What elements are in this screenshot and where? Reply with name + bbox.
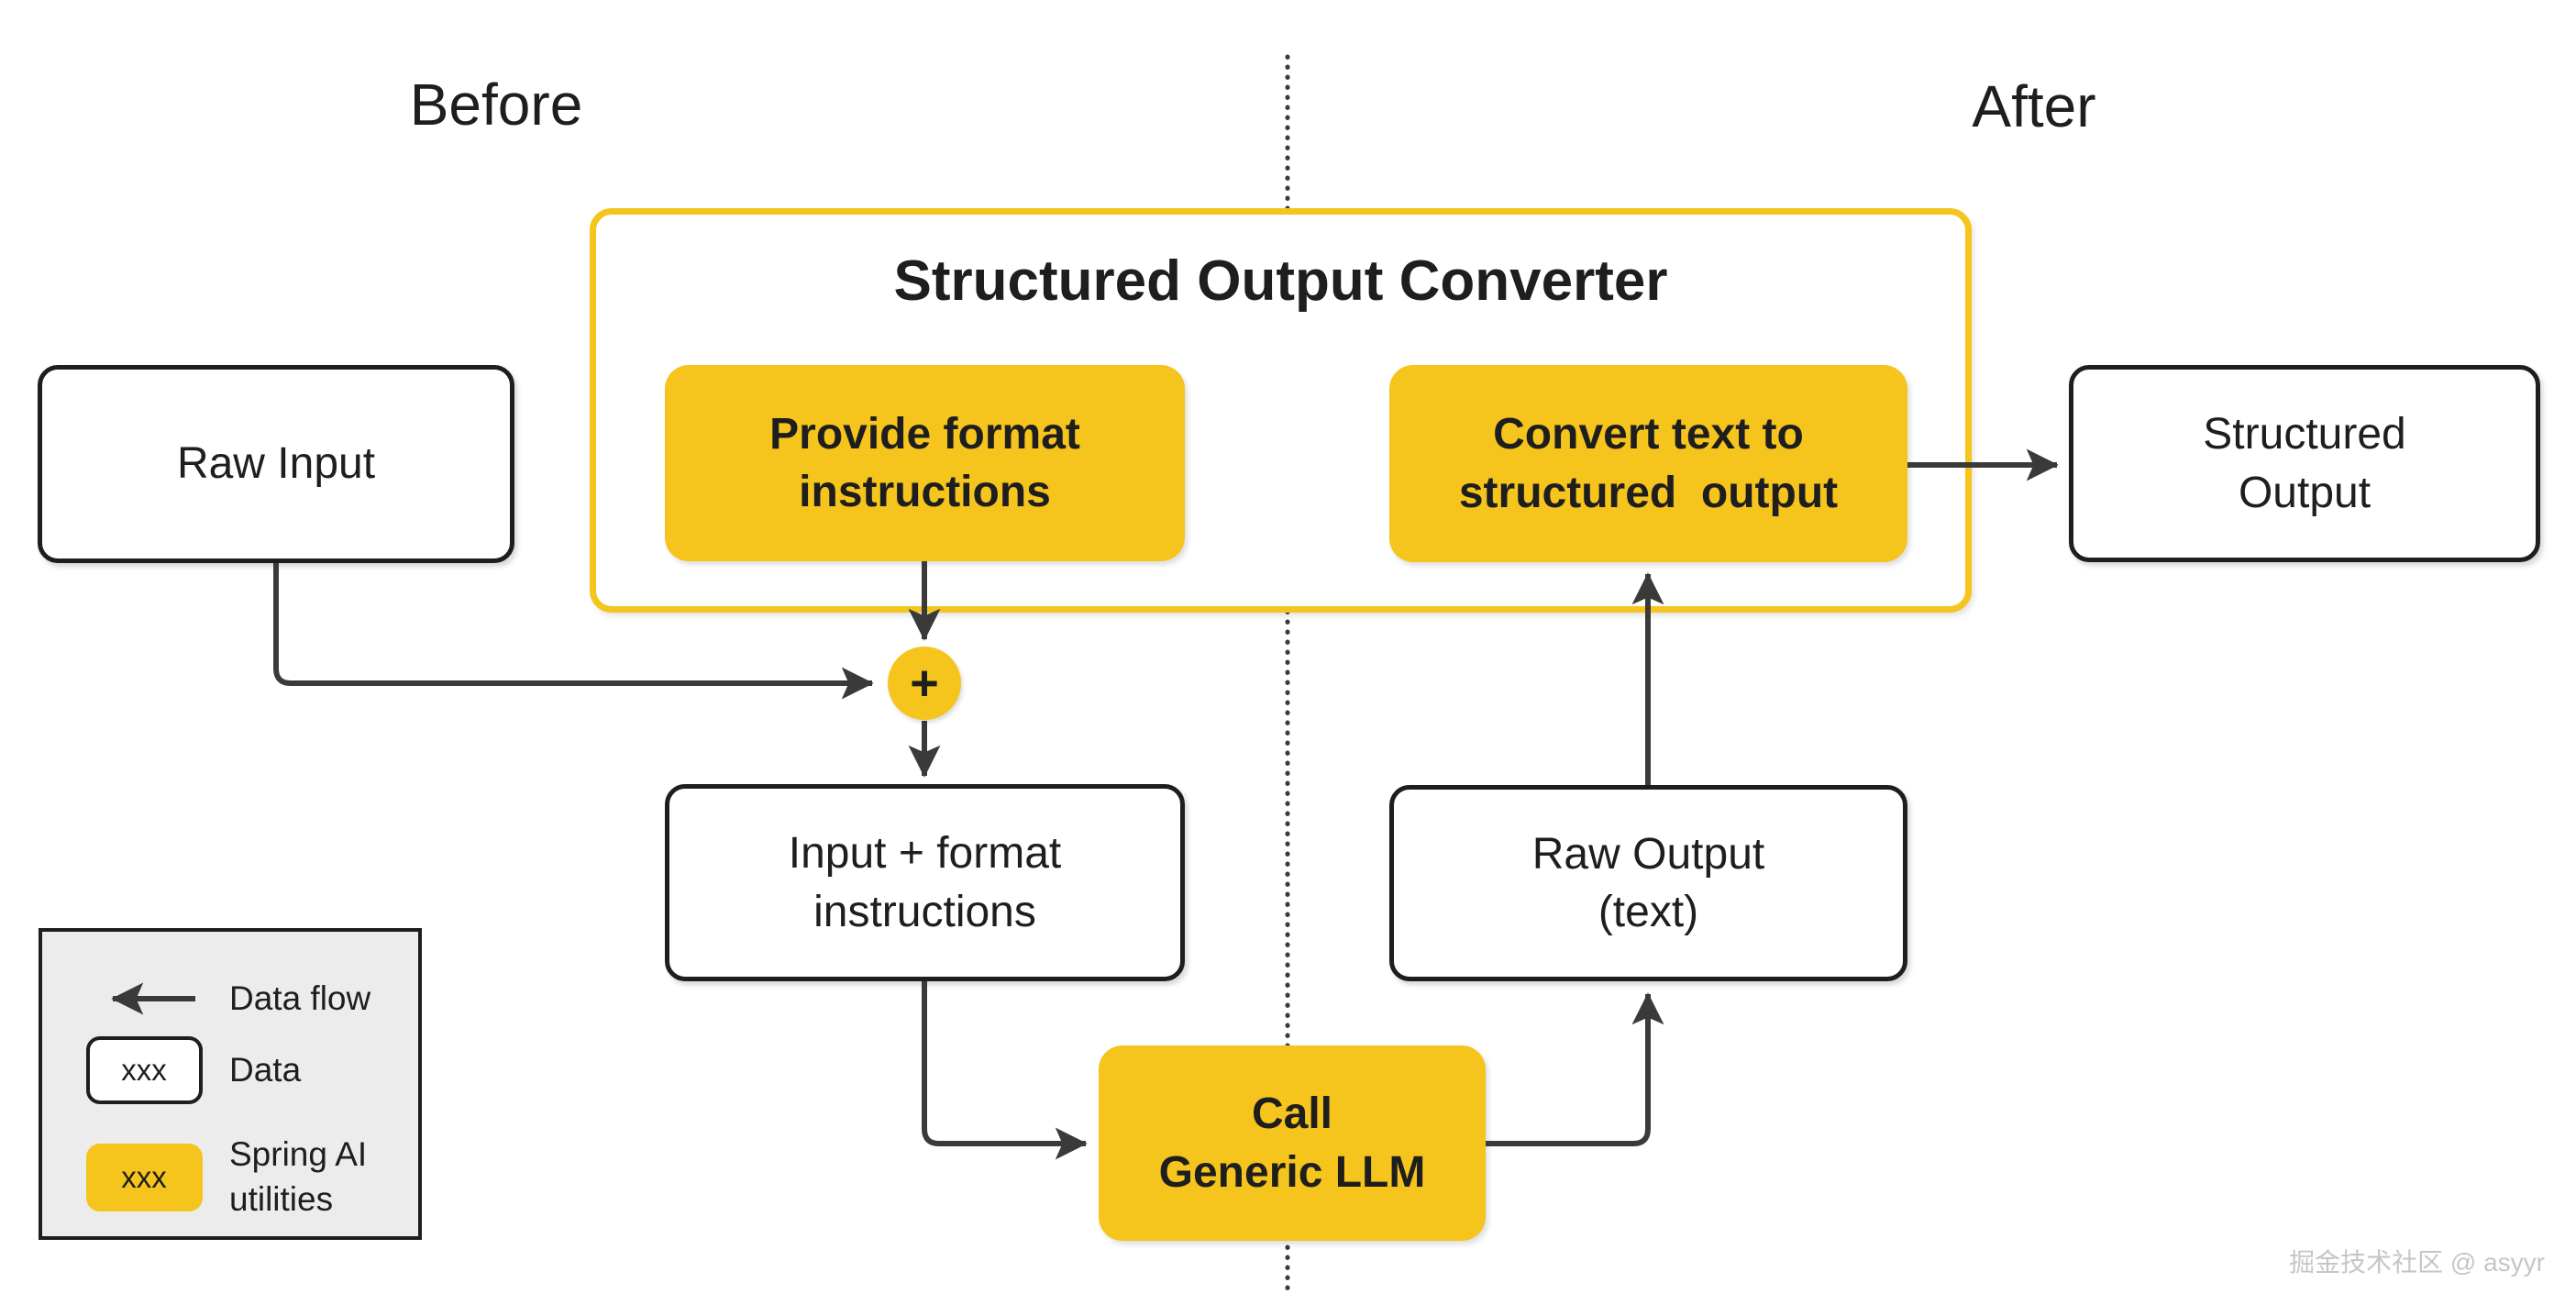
converter-group-title: Structured Output Converter bbox=[893, 249, 1668, 313]
raw-input-node: Raw Input bbox=[38, 365, 514, 563]
raw-output-text-node: Raw Output (text) bbox=[1389, 785, 1907, 981]
legend-label-spring-ai: Spring AI utilities bbox=[229, 1135, 368, 1218]
watermark-text: 掘金技术社区 @ asyyr bbox=[2289, 1248, 2545, 1277]
legend-panel: Data flow xxx Data xxx Spring AI utiliti… bbox=[39, 928, 422, 1240]
legend-row-data: xxx Data bbox=[84, 1036, 411, 1104]
data-chip-sample: xxx bbox=[85, 1036, 203, 1104]
call-generic-llm-node: Call Generic LLM bbox=[1099, 1045, 1486, 1241]
convert-text-to-structured-output-node: Convert text to structured output bbox=[1389, 365, 1907, 562]
structured-output-node: Structured Output bbox=[2069, 365, 2540, 562]
legend-row-data-flow: Data flow bbox=[84, 979, 411, 1017]
legend-label-data-flow: Data flow bbox=[229, 979, 371, 1017]
spring-ai-chip-icon: xxx bbox=[84, 1143, 204, 1211]
after-header: After bbox=[1972, 73, 2096, 139]
plus-merge-junction: + bbox=[888, 647, 961, 720]
data-chip-icon: xxx bbox=[84, 1036, 204, 1104]
spring-ai-chip-sample: xxx bbox=[85, 1143, 203, 1211]
legend-row-spring-ai: xxx Spring AI utilities bbox=[84, 1134, 411, 1221]
provide-format-instructions-node: Provide format instructions bbox=[665, 365, 1185, 561]
legend-label-data: Data bbox=[229, 1050, 302, 1089]
data-flow-arrow-icon bbox=[84, 982, 204, 1015]
input-plus-format-instructions-node: Input + format instructions bbox=[665, 784, 1185, 981]
before-header: Before bbox=[409, 72, 583, 138]
